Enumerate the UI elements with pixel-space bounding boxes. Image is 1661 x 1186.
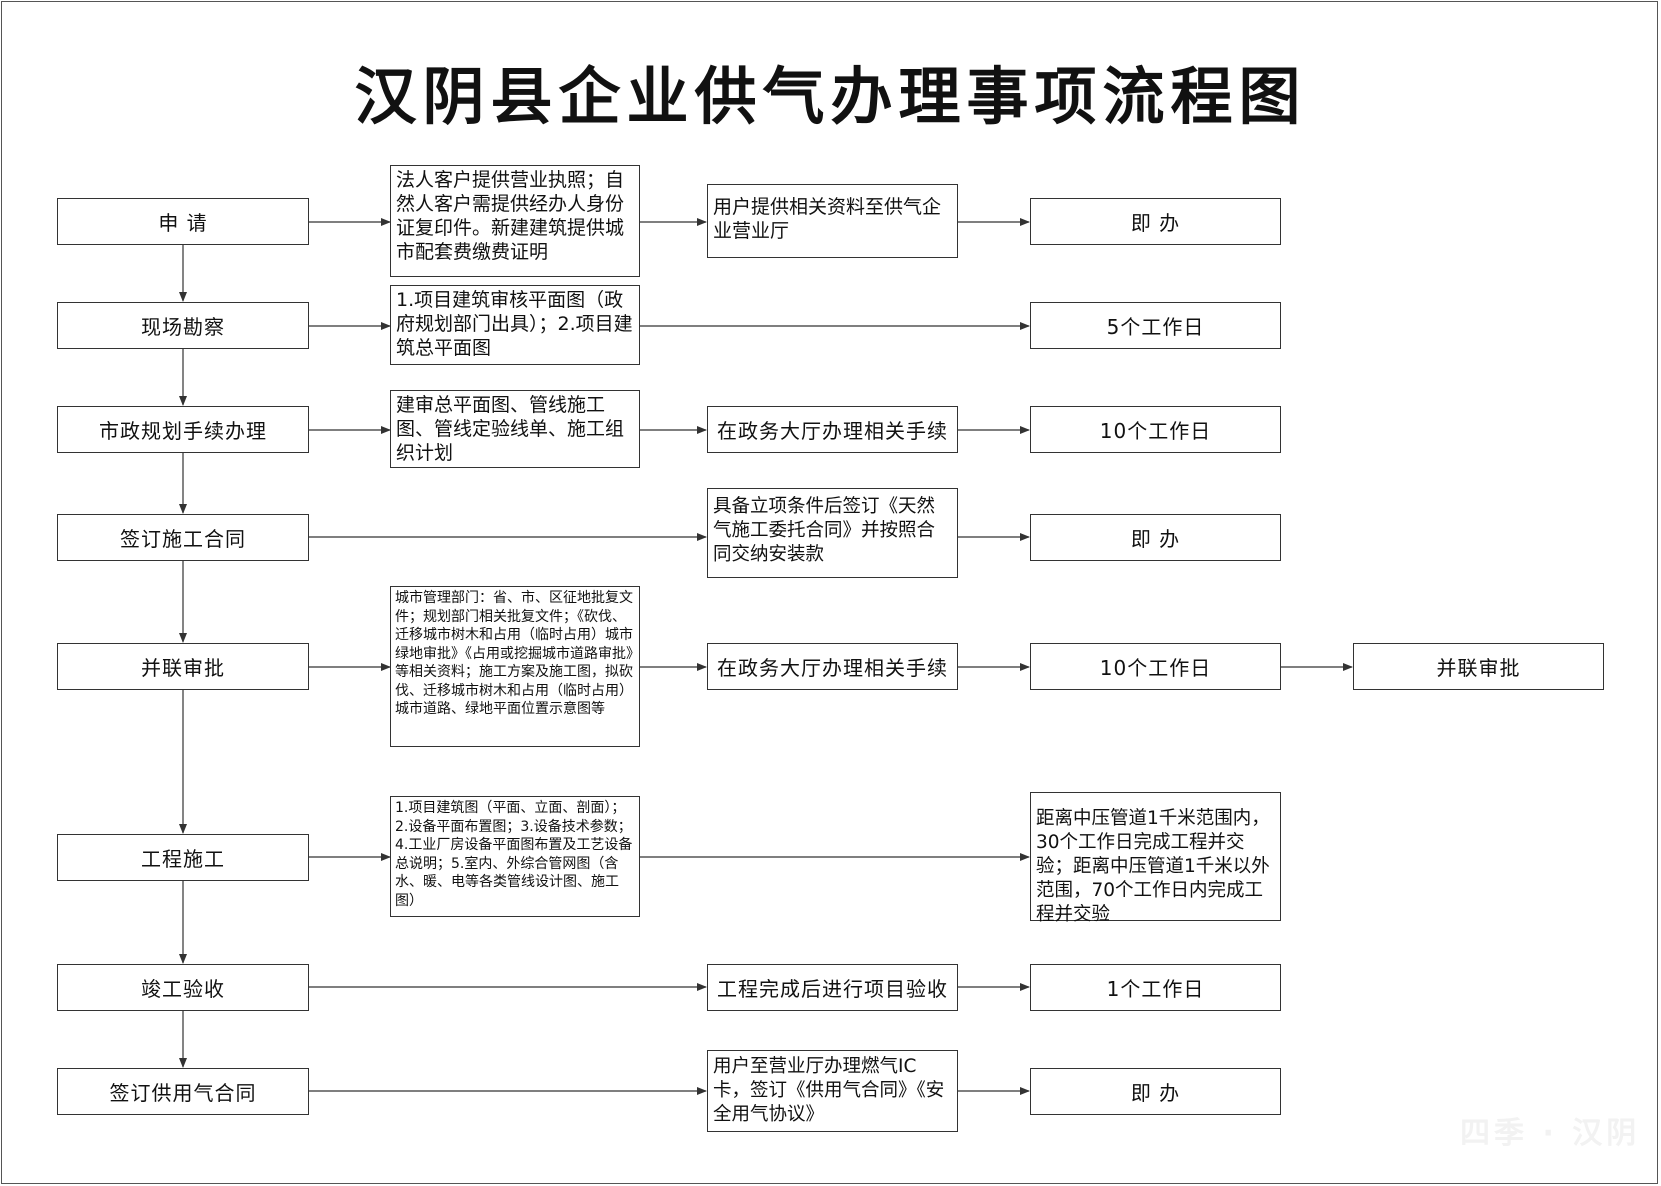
action-municipal-planning: 在政务大厅办理相关手续 (707, 406, 958, 453)
materials-parallel-approval: 城市管理部门：省、市、区征地批复文件；规划部门相关批复文件；《砍伐、迁移城市树木… (390, 586, 640, 747)
materials-site-survey: 1.项目建筑审核平面图（政府规划部门出具）；2.项目建筑总平面图 (390, 285, 640, 365)
action-sign-construction-contract: 具备立项条件后签订《天然气施工委托合同》并按照合同交纳安装款 (707, 488, 958, 578)
action-completion-acceptance: 工程完成后进行项目验收 (707, 964, 958, 1011)
time-parallel-approval: 10个工作日 (1030, 643, 1281, 690)
materials-construction: 1.项目建筑图（平面、立面、剖面）；2.设备平面布置图；3.设备技术参数；4.工… (390, 796, 640, 917)
step-site-survey: 现场勘察 (57, 302, 309, 349)
page-title: 汉阴县企业供气办理事项流程图 (354, 60, 1307, 133)
time-construction: 距离中压管道1千米范围内，30个工作日完成工程并交验；距离中压管道1千米以外范围… (1030, 792, 1281, 925)
step-apply: 申 请 (57, 198, 309, 245)
time-apply: 即 办 (1030, 198, 1281, 245)
step-construction: 工程施工 (57, 834, 309, 881)
time-completion-acceptance: 1个工作日 (1030, 964, 1281, 1011)
time-site-survey: 5个工作日 (1030, 302, 1281, 349)
step-municipal-planning: 市政规划手续办理 (57, 406, 309, 453)
materials-municipal-planning: 建审总平面图、管线施工图、管线定验线单、施工组织计划 (390, 390, 640, 468)
time-sign-construction-contract: 即 办 (1030, 514, 1281, 561)
parallel-approval-result: 并联审批 (1353, 643, 1604, 690)
step-sign-supply-contract: 签订供用气合同 (57, 1068, 309, 1115)
materials-apply: 法人客户提供营业执照；自然人客户需提供经办人身份证复印件。新建建筑提供城市配套费… (390, 165, 640, 277)
step-completion-acceptance: 竣工验收 (57, 964, 309, 1011)
step-sign-construction-contract: 签订施工合同 (57, 514, 309, 561)
time-sign-supply-contract: 即 办 (1030, 1068, 1281, 1115)
time-municipal-planning: 10个工作日 (1030, 406, 1281, 453)
step-parallel-approval: 并联审批 (57, 643, 309, 690)
action-sign-supply-contract: 用户至营业厅办理燃气IC卡，签订《供用气合同》《安全用气协议》 (707, 1050, 958, 1132)
watermark: 四季 · 汉阴 (1460, 1116, 1641, 1151)
action-parallel-approval: 在政务大厅办理相关手续 (707, 643, 958, 690)
action-apply: 用户提供相关资料至供气企业营业厅 (707, 184, 958, 258)
